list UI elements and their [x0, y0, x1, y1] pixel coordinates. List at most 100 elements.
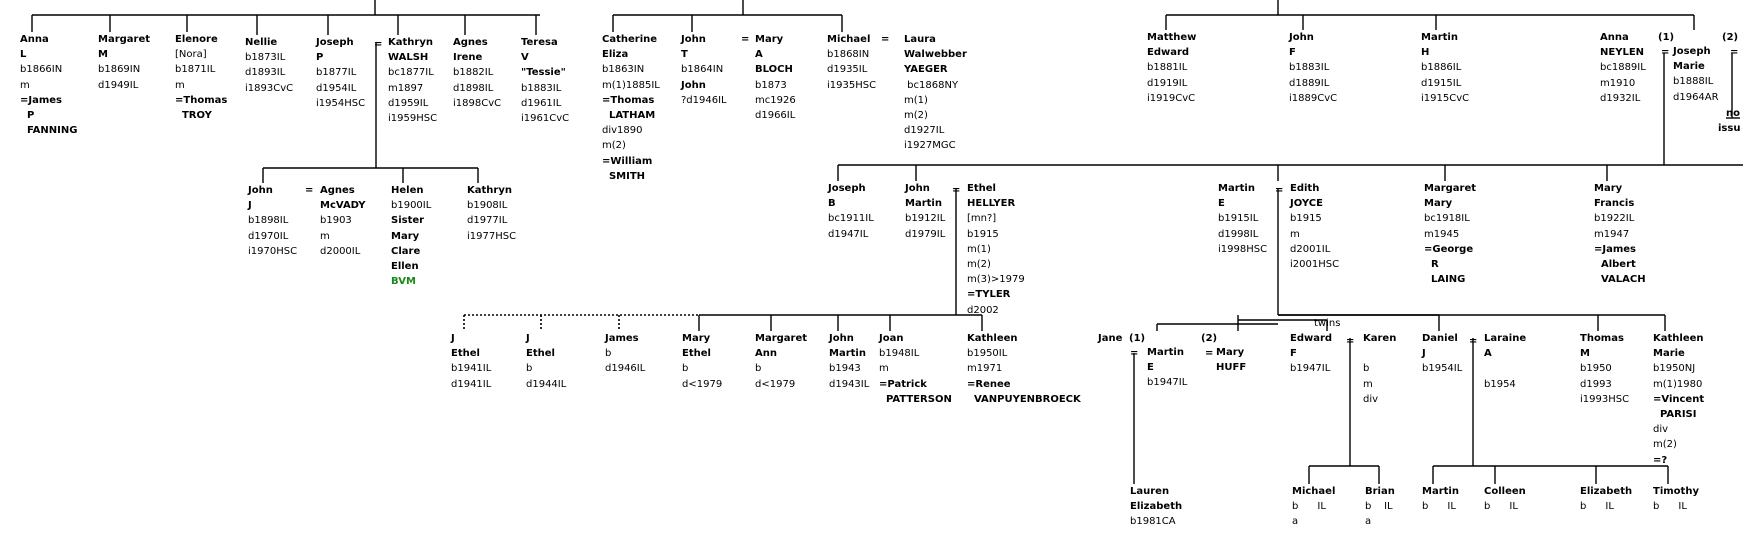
- person-line: m(1)1980: [1653, 378, 1703, 390]
- person-line: Mary: [755, 34, 784, 45]
- person-line: Kathleen: [967, 333, 1018, 344]
- person-line: i2001HSC: [1290, 259, 1340, 271]
- person-line: Albert: [1594, 259, 1636, 271]
- label-eq-martin-edith: =: [1275, 185, 1284, 196]
- person-line: NEYLEN: [1600, 47, 1645, 59]
- person-line: ?d1946IL: [681, 94, 727, 106]
- person-line: i1961CvC: [521, 113, 570, 125]
- label-marker-mary-2: (2): [1201, 333, 1218, 344]
- person-line: i1954HSC: [316, 97, 366, 109]
- label-eq-joseph-kathryn: =: [374, 39, 383, 50]
- person-line: [mn?]: [967, 213, 997, 225]
- person-line: Martin: [1218, 183, 1255, 194]
- person-line: TROY: [175, 110, 212, 122]
- person-line: Kathleen: [1653, 333, 1704, 344]
- person-line: T: [681, 49, 688, 61]
- person-line: =Vincent: [1653, 393, 1705, 405]
- person-line: d1970IL: [248, 230, 289, 242]
- label-no-issue: no: [1726, 108, 1740, 119]
- person-line: Elizabeth: [1580, 486, 1633, 497]
- person-line: Irene: [453, 52, 483, 64]
- person-line: =TYLER: [967, 289, 1011, 301]
- person-line: d1932IL: [1600, 92, 1641, 104]
- person-line: Helen: [391, 185, 424, 196]
- person-line: Eliza: [602, 49, 629, 61]
- person-line: A: [1484, 348, 1492, 360]
- person-line: [1484, 361, 1526, 376]
- person-line: m1897: [388, 82, 424, 94]
- person-line: Kathryn: [388, 37, 433, 48]
- person-line: i1927MGC: [904, 140, 956, 152]
- person-line: Laura: [904, 34, 936, 45]
- person-line: m1971: [967, 363, 1003, 375]
- person-line: b: [755, 363, 762, 375]
- person-line: Michael: [1292, 486, 1336, 497]
- person-line: =James: [1594, 243, 1637, 255]
- label-no-issue-2: issu: [1718, 123, 1741, 134]
- person-line: div: [1653, 424, 1669, 436]
- person-line: PATTERSON: [879, 393, 952, 405]
- person-line: m(2): [602, 140, 626, 152]
- person-line: m: [175, 79, 185, 91]
- person-line: d1893IL: [245, 67, 286, 79]
- label-twins: twins: [1314, 318, 1341, 329]
- label-eq-john-agnes: =: [305, 185, 314, 196]
- person-line: YAEGER: [904, 64, 948, 76]
- person-line: i1959HSC: [388, 113, 438, 125]
- person-line: b1877IL: [316, 67, 357, 79]
- person-line: Walwebber: [904, 49, 967, 61]
- person-line: John: [681, 79, 706, 91]
- person-line: b1871IL: [175, 64, 216, 76]
- label-eq-martin-mary: =: [1205, 348, 1214, 359]
- person-line: Brian: [1365, 486, 1395, 497]
- person-line: Margaret: [98, 34, 151, 45]
- person-line: Martin: [1421, 32, 1458, 43]
- person-line: d1977IL: [467, 215, 508, 227]
- person-line: m: [879, 363, 889, 375]
- person-line: E: [1218, 198, 1225, 210]
- person-line: b IL: [1484, 501, 1518, 513]
- person-line: i1889CvC: [1289, 92, 1338, 104]
- person-line: d1979IL: [905, 228, 946, 240]
- person-line: Laraine: [1484, 333, 1527, 344]
- person-line: b1950: [1580, 363, 1612, 375]
- person-line: Timothy: [1653, 486, 1699, 497]
- person-line: i1893CvC: [245, 82, 294, 94]
- person-line: Teresa: [521, 37, 558, 48]
- person-line: L: [20, 49, 27, 61]
- person-line: b IL: [1580, 501, 1614, 513]
- person-line: b: [1363, 363, 1370, 375]
- person-line: Colleen: [1484, 486, 1526, 497]
- person-line: m1945: [1424, 228, 1460, 240]
- person-line: d1946IL: [605, 363, 646, 375]
- person-line: b1863IN: [602, 64, 645, 76]
- person-line: J: [451, 333, 455, 344]
- person-line: bc1877IL: [388, 67, 434, 79]
- person-line: Nellie: [245, 37, 278, 48]
- person-line: b1981CA: [1130, 516, 1176, 528]
- person-line: Joan: [879, 333, 904, 344]
- person-line: Michael: [827, 34, 871, 45]
- person-line: Elizabeth: [1130, 501, 1183, 513]
- person-line: Karen: [1363, 333, 1397, 344]
- person-line: i1970HSC: [248, 245, 298, 257]
- person-line: B: [828, 198, 836, 210]
- person-line: Elenore: [175, 34, 218, 45]
- person-line: b: [682, 363, 689, 375]
